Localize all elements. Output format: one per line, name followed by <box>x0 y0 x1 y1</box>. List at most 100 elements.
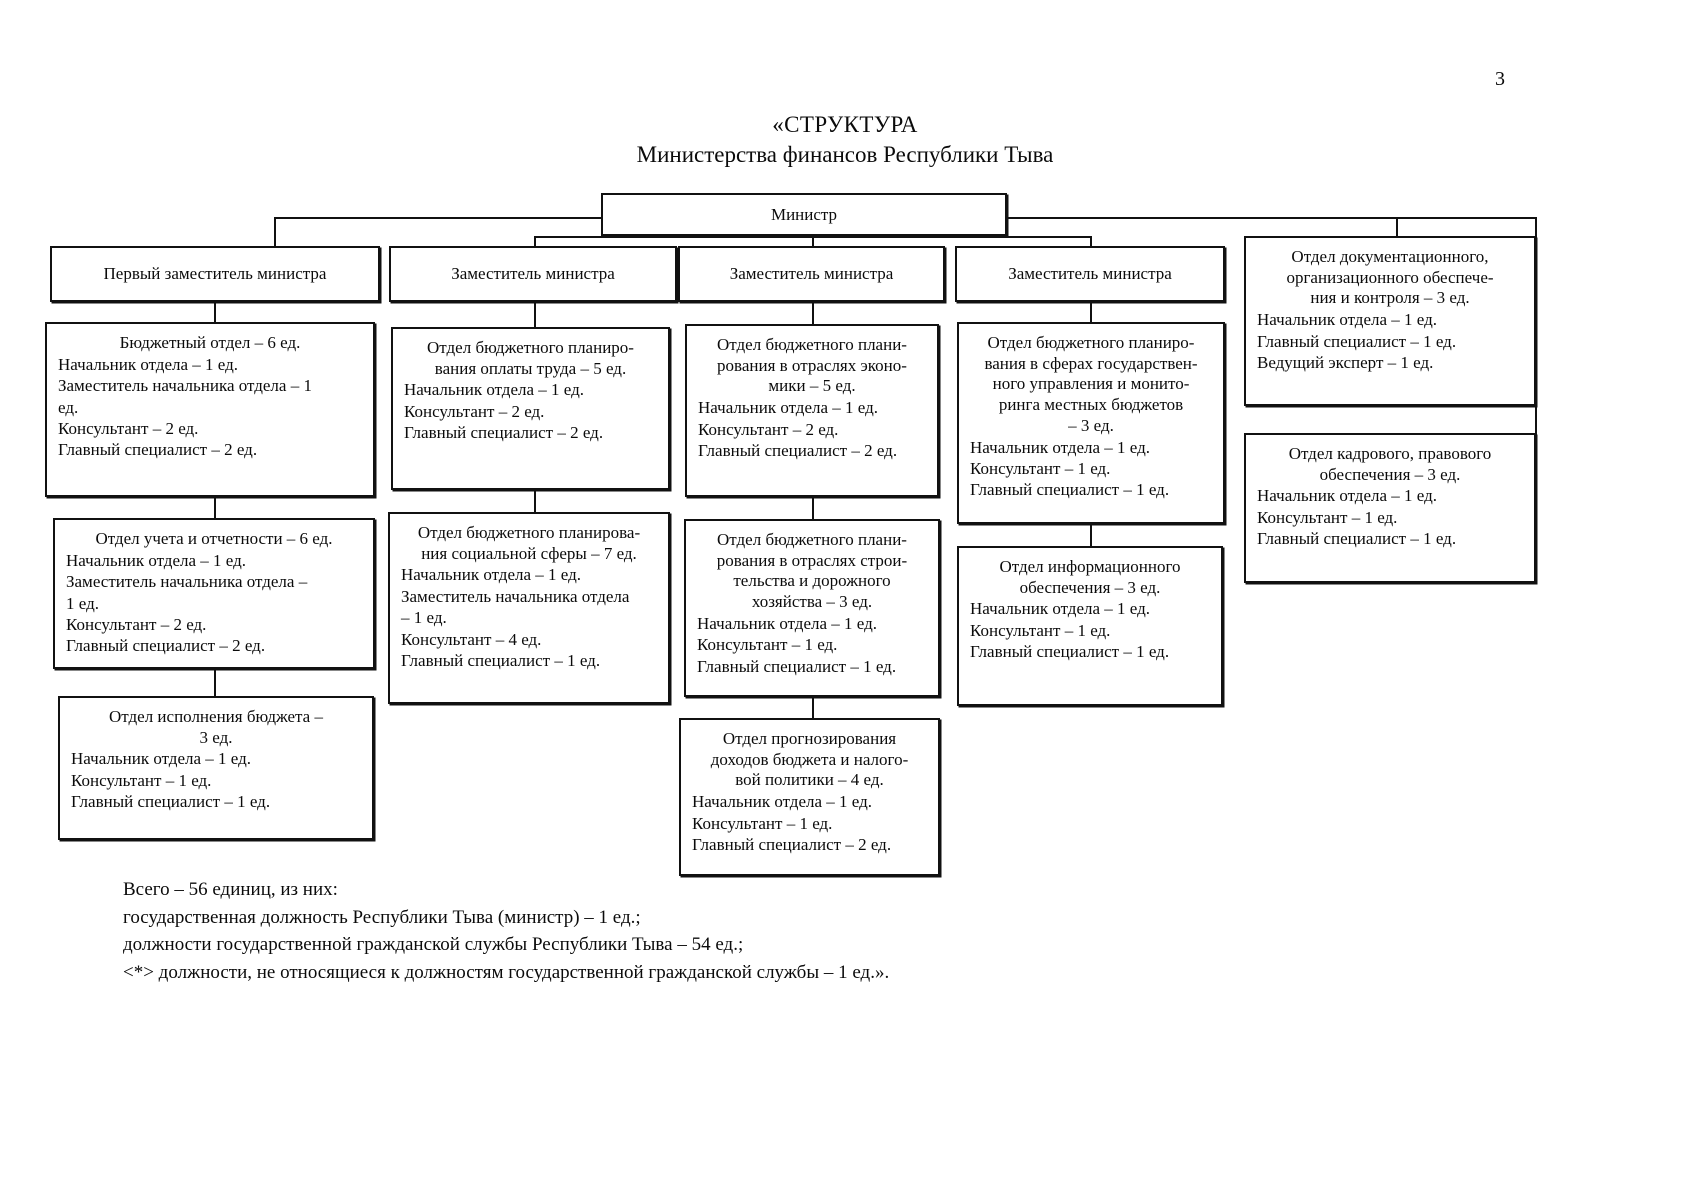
position-line: Главный специалист – 1 ед. <box>1257 529 1457 549</box>
node-economy-branches-planning-department-positions: Начальник отдела – 1 ед.Консультант – 2 … <box>698 397 926 461</box>
node-minister-label: Министр <box>770 204 838 224</box>
connector-c5-u1 <box>1396 217 1398 246</box>
node-budget-department[interactable]: Бюджетный отдел – 6 ед. Начальник отдела… <box>45 322 375 497</box>
position-line: – 1 ед. <box>401 608 447 628</box>
node-hr-legal-support-department-positions: Начальник отдела – 1 ед.Консультант – 1 … <box>1257 485 1523 549</box>
node-documentation-organizational-support-department-title: Отдел документационного,организационного… <box>1286 247 1494 308</box>
position-line: Заместитель начальника отдела <box>401 586 630 606</box>
position-line: Заместитель начальника отдела – 1 <box>58 376 312 396</box>
node-accounting-reporting-department-positions: Начальник отдела – 1 ед.Заместитель нача… <box>66 550 362 657</box>
node-minister[interactable]: Министр <box>601 193 1007 236</box>
position-line: Главный специалист – 1 ед. <box>1257 331 1457 351</box>
connector-c3-u3 <box>812 697 814 718</box>
position-line: ед. <box>58 397 79 417</box>
node-budget-department-positions: Начальник отдела – 1 ед.Заместитель нача… <box>58 354 362 461</box>
position-line: Начальник отдела – 1 ед. <box>1257 486 1438 506</box>
position-line: Заместитель начальника отдела – <box>66 572 308 592</box>
node-deputy-minister-4-label: Заместитель министра <box>1008 264 1172 283</box>
title-line-2: Министерства финансов Республики Тыва <box>636 141 1054 167</box>
connector-drop-col4 <box>1090 236 1092 246</box>
position-line: Консультант – 1 ед. <box>1257 507 1398 527</box>
node-economy-branches-planning-department[interactable]: Отдел бюджетного плани-рования в отрасля… <box>685 324 939 497</box>
connector-drop-col2 <box>534 236 536 246</box>
node-economy-branches-planning-department-title: Отдел бюджетного плани-рования в отрасля… <box>717 335 907 396</box>
node-documentation-organizational-support-department-positions: Начальник отдела – 1 ед.Главный специали… <box>1257 309 1523 373</box>
node-social-sphere-planning-department-title: Отдел бюджетного планирова-ния социально… <box>417 523 641 563</box>
page-number: 3 <box>1495 68 1505 90</box>
position-line: Начальник отдела – 1 ед. <box>71 749 252 769</box>
position-line: Консультант – 4 ед. <box>401 629 542 649</box>
position-line: Начальник отдела – 1 ед. <box>970 599 1151 619</box>
connector-c1-u3 <box>214 669 216 696</box>
connector-c3-u2 <box>812 497 814 519</box>
connector-drop-col3 <box>812 236 814 246</box>
node-accounting-reporting-department[interactable]: Отдел учета и отчетности – 6 ед. Начальн… <box>53 518 375 669</box>
position-line: 1 ед. <box>66 593 99 613</box>
node-labor-payment-planning-department[interactable]: Отдел бюджетного планиро-вания оплаты тр… <box>391 327 670 490</box>
node-social-sphere-planning-department[interactable]: Отдел бюджетного планирова-ния социально… <box>388 512 670 704</box>
connector-c3-u1 <box>812 300 814 324</box>
connector-c1-u1 <box>214 300 216 324</box>
node-budget-execution-department-positions: Начальник отдела – 1 ед.Консультант – 1 … <box>71 748 361 812</box>
node-first-deputy-minister-label: Первый заместитель министра <box>103 264 327 283</box>
node-budget-department-title: Бюджетный отдел – 6 ед. <box>119 333 301 352</box>
position-line: Консультант – 1 ед. <box>697 635 838 655</box>
footer-line-total: Всего – 56 единиц, из них: <box>123 879 338 900</box>
node-labor-payment-planning-department-positions: Начальник отдела – 1 ед.Консультант – 2 … <box>404 379 657 443</box>
position-line: Консультант – 2 ед. <box>58 418 199 438</box>
position-line: Главный специалист – 1 ед. <box>71 792 271 812</box>
position-line: Консультант – 2 ед. <box>66 614 207 634</box>
node-information-support-department-positions: Начальник отдела – 1 ед.Консультант – 1 … <box>970 598 1210 662</box>
connector-c2-u1 <box>534 300 536 327</box>
position-line: Консультант – 2 ед. <box>698 419 839 439</box>
node-accounting-reporting-department-title: Отдел учета и отчетности – 6 ед. <box>95 529 333 548</box>
connector-c4-u1 <box>1090 300 1092 322</box>
position-line: Главный специалист – 2 ед. <box>66 636 266 656</box>
node-documentation-organizational-support-department[interactable]: Отдел документационного,организационного… <box>1244 236 1536 406</box>
position-line: Начальник отдела – 1 ед. <box>1257 310 1438 330</box>
position-line: Начальник отдела – 1 ед. <box>692 792 873 812</box>
node-labor-payment-planning-department-title: Отдел бюджетного планиро-вания оплаты тр… <box>427 338 634 378</box>
position-line: Главный специалист – 2 ед. <box>698 441 898 461</box>
node-budget-execution-department[interactable]: Отдел исполнения бюджета –3 ед. Начальни… <box>58 696 374 840</box>
node-revenue-forecast-tax-policy-department-positions: Начальник отдела – 1 ед.Консультант – 1 … <box>692 791 927 855</box>
node-social-sphere-planning-department-positions: Начальник отдела – 1 ед.Заместитель нача… <box>401 564 657 671</box>
node-deputy-minister-4[interactable]: Заместитель министра <box>955 246 1225 302</box>
position-line: Начальник отдела – 1 ед. <box>970 437 1151 457</box>
position-line: Начальник отдела – 1 ед. <box>404 380 585 400</box>
connector-c4-u2 <box>1090 524 1092 546</box>
node-deputy-minister-2-label: Заместитель министра <box>451 264 615 283</box>
node-deputy-minister-2[interactable]: Заместитель министра <box>389 246 677 302</box>
node-public-administration-local-budgets-department[interactable]: Отдел бюджетного планиро-вания в сферах … <box>957 322 1225 524</box>
connector-bus-right <box>1007 217 1537 219</box>
node-deputy-minister-3[interactable]: Заместитель министра <box>678 246 945 302</box>
position-line: Консультант – 1 ед. <box>970 459 1111 479</box>
position-line: Консультант – 2 ед. <box>404 401 545 421</box>
position-line: Главный специалист – 2 ед. <box>404 423 604 443</box>
connector-bus-left <box>274 217 601 219</box>
node-construction-roads-planning-department[interactable]: Отдел бюджетного плани-рования в отрасля… <box>684 519 940 697</box>
node-public-administration-local-budgets-department-title: Отдел бюджетного планиро-вания в сферах … <box>984 333 1198 435</box>
connector-c2-u2 <box>534 490 536 512</box>
footer-line-civil-service: должности государственной гражданской сл… <box>123 934 744 956</box>
position-line: Консультант – 1 ед. <box>970 620 1111 640</box>
connector-c1-u2 <box>214 497 216 518</box>
node-public-administration-local-budgets-department-positions: Начальник отдела – 1 ед.Консультант – 1 … <box>970 437 1212 501</box>
position-line: Ведущий эксперт – 1 ед. <box>1257 353 1434 373</box>
position-line: Начальник отдела – 1 ед. <box>698 398 879 418</box>
position-line: Начальник отдела – 1 ед. <box>66 550 247 570</box>
node-first-deputy-minister[interactable]: Первый заместитель министра <box>50 246 380 302</box>
position-line: Главный специалист – 2 ед. <box>692 835 892 855</box>
footer-line-non-civil-service: <*> должности, не относящиеся к должност… <box>123 962 890 984</box>
footer-notes: Всего – 56 единиц, из них: государственн… <box>123 876 1223 987</box>
position-line: Консультант – 1 ед. <box>692 813 833 833</box>
position-line: Главный специалист – 1 ед. <box>697 656 897 676</box>
position-line: Главный специалист – 1 ед. <box>970 642 1170 662</box>
